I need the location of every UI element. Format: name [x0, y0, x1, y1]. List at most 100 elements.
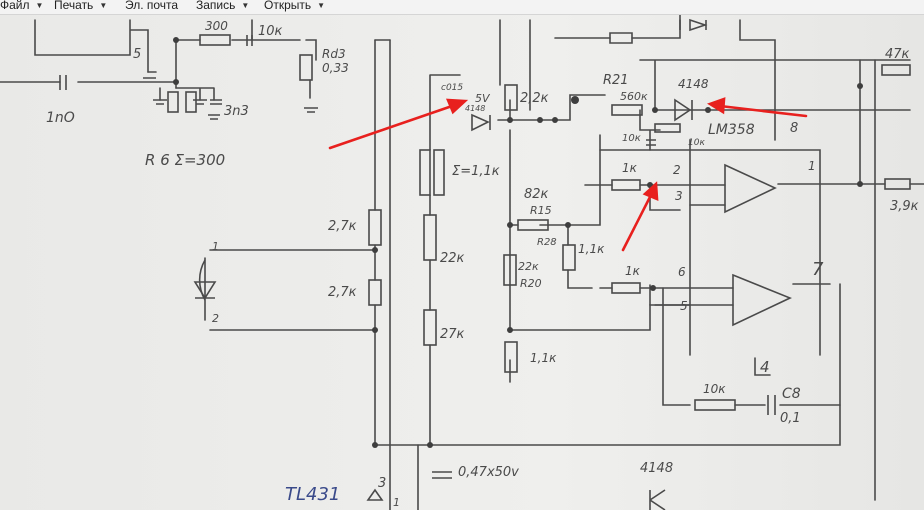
- label-tl-pin1: 1: [393, 496, 400, 509]
- capacitor-c8: [767, 395, 776, 415]
- handwritten-labels: 1nO 300 10к Rd3 0,33 3n3 R 6 Σ=300 5 2,7…: [46, 19, 919, 509]
- label-1-1k-b: 1,1к: [530, 351, 557, 365]
- resistor-27k-c: [423, 309, 437, 346]
- label-sum-1-1k: Σ=1,1к: [452, 164, 500, 179]
- label-pin8: 8: [790, 121, 798, 136]
- label-pin1: 1: [808, 159, 816, 173]
- label-1n0: 1nO: [46, 110, 75, 126]
- label-27k-c: 27к: [440, 327, 465, 342]
- label-r15: R15: [530, 204, 552, 217]
- label-3-9k: 3,9к: [890, 199, 919, 214]
- resistor-1k-b: [611, 282, 641, 294]
- schematic-photo: 1nO 300 10к Rd3 0,33 3n3 R 6 Σ=300 5 2,7…: [0, 15, 924, 510]
- label-opto-pin1: 1: [212, 240, 219, 253]
- resistor-22k-c: [503, 254, 517, 286]
- viewer-toolbar: Файл▼ Печать ▼ Эл. почта Запись ▼ Открыть ▼: [0, 0, 924, 15]
- diode-4148-bottom: [649, 489, 666, 510]
- label-zener-pre: c015: [441, 83, 463, 93]
- label-0-47: 0,47х50v: [458, 465, 519, 480]
- label-1-1k-a: 1,1к: [578, 242, 605, 256]
- label-pin7: 7: [812, 259, 824, 280]
- label-560k: 560к: [620, 90, 648, 103]
- email-button-label: Эл. почта: [125, 0, 179, 12]
- capacitor-1n0: [59, 75, 67, 90]
- capacitor-0-47: [432, 471, 452, 479]
- label-2-2k: 2,2к: [520, 91, 549, 106]
- components: [59, 15, 911, 510]
- print-menu[interactable]: Печать ▼: [54, 0, 107, 14]
- chevron-down-icon: ▼: [99, 1, 108, 10]
- resistor-3-9k: [884, 178, 911, 190]
- label-1k-b: 1к: [625, 264, 641, 278]
- label-c8: C8: [782, 386, 801, 402]
- label-zener-code: 4148: [465, 104, 485, 113]
- open-menu-label: Открыть: [264, 0, 312, 12]
- resistor-rd3: [299, 54, 313, 81]
- tl431-symbol: [366, 488, 384, 501]
- schematic-drawing: 1nO 300 10к Rd3 0,33 3n3 R 6 Σ=300 5 2,7…: [0, 15, 924, 510]
- resistor-22k-b: [423, 214, 437, 261]
- junction-dots: [173, 37, 863, 448]
- label-22k-b: 22к: [440, 251, 465, 266]
- label-27k-b: 2,7к: [328, 285, 357, 300]
- label-pin6: 6: [678, 265, 686, 279]
- label-opto-pin2: 2: [212, 312, 219, 325]
- resistor-300: [199, 34, 231, 46]
- resistor-82k: [517, 219, 549, 231]
- wires: [0, 19, 924, 510]
- label-pin4: 4: [760, 358, 770, 376]
- resistor-47k: [881, 64, 911, 76]
- label-4148-bottom: 4148: [640, 461, 673, 476]
- label-3n3: 3n3: [224, 104, 249, 119]
- label-27k-a: 2,7к: [328, 219, 357, 234]
- resistor-27k-a: [368, 209, 382, 246]
- resistor-27k-b: [368, 279, 382, 306]
- print-menu-label: Печать: [54, 0, 94, 12]
- red-arrow-icon: [707, 97, 808, 118]
- label-pin3: 3: [675, 189, 683, 203]
- open-menu[interactable]: Открыть ▼: [264, 0, 325, 14]
- chevron-down-icon: ▼: [241, 1, 250, 10]
- label-300: 300: [205, 19, 228, 33]
- resistor-2-2k: [504, 84, 518, 111]
- red-arrow-icon: [328, 98, 469, 150]
- opamp-upper: [724, 163, 777, 214]
- record-menu[interactable]: Запись ▼: [196, 0, 249, 14]
- label-pin2: 2: [673, 163, 681, 177]
- label-zener-5v: 5V: [475, 92, 491, 105]
- resistor-1-1k-a: [562, 244, 576, 271]
- label-r28: R28: [537, 237, 557, 248]
- chevron-down-icon: ▼: [317, 1, 326, 10]
- label-22k-c: 22к: [518, 260, 539, 273]
- label-10k-d: 10к: [703, 382, 726, 396]
- opamp-lower: [732, 273, 792, 327]
- file-menu-label: Файл: [0, 0, 30, 12]
- label-10k-b: 10к: [622, 133, 641, 144]
- label-82k: 82к: [524, 187, 549, 202]
- zener-5v: [471, 113, 491, 132]
- label-r20: R20: [520, 277, 542, 290]
- annotation-arrows: [328, 97, 808, 252]
- resistor-1-1k-b: [504, 341, 518, 373]
- label-tl431: TL431: [285, 484, 340, 505]
- label-lm358: LM358: [708, 122, 755, 138]
- label-c8-value: 0,1: [780, 411, 801, 426]
- paper-background: [0, 15, 924, 510]
- email-button[interactable]: Эл. почта: [125, 0, 178, 14]
- diode-4148: [674, 98, 693, 122]
- label-tl-pin3: 3: [378, 476, 386, 491]
- label-r6-sum: R 6 Σ=300: [145, 151, 225, 169]
- label-1k-a: 1к: [622, 161, 638, 175]
- label-rd3: Rd3: [322, 47, 346, 61]
- label-10k-top: 10к: [258, 24, 283, 39]
- label-pin5-top: 5: [133, 47, 141, 62]
- label-10k-c: 10к: [688, 138, 705, 148]
- label-pin5: 5: [680, 299, 688, 313]
- label-0-33: 0,33: [322, 61, 349, 75]
- label-4148: 4148: [678, 77, 709, 91]
- resistor-1k-a: [611, 179, 641, 191]
- label-r21: R21: [603, 73, 629, 88]
- record-menu-label: Запись: [196, 0, 236, 12]
- file-menu[interactable]: Файл▼: [0, 0, 43, 14]
